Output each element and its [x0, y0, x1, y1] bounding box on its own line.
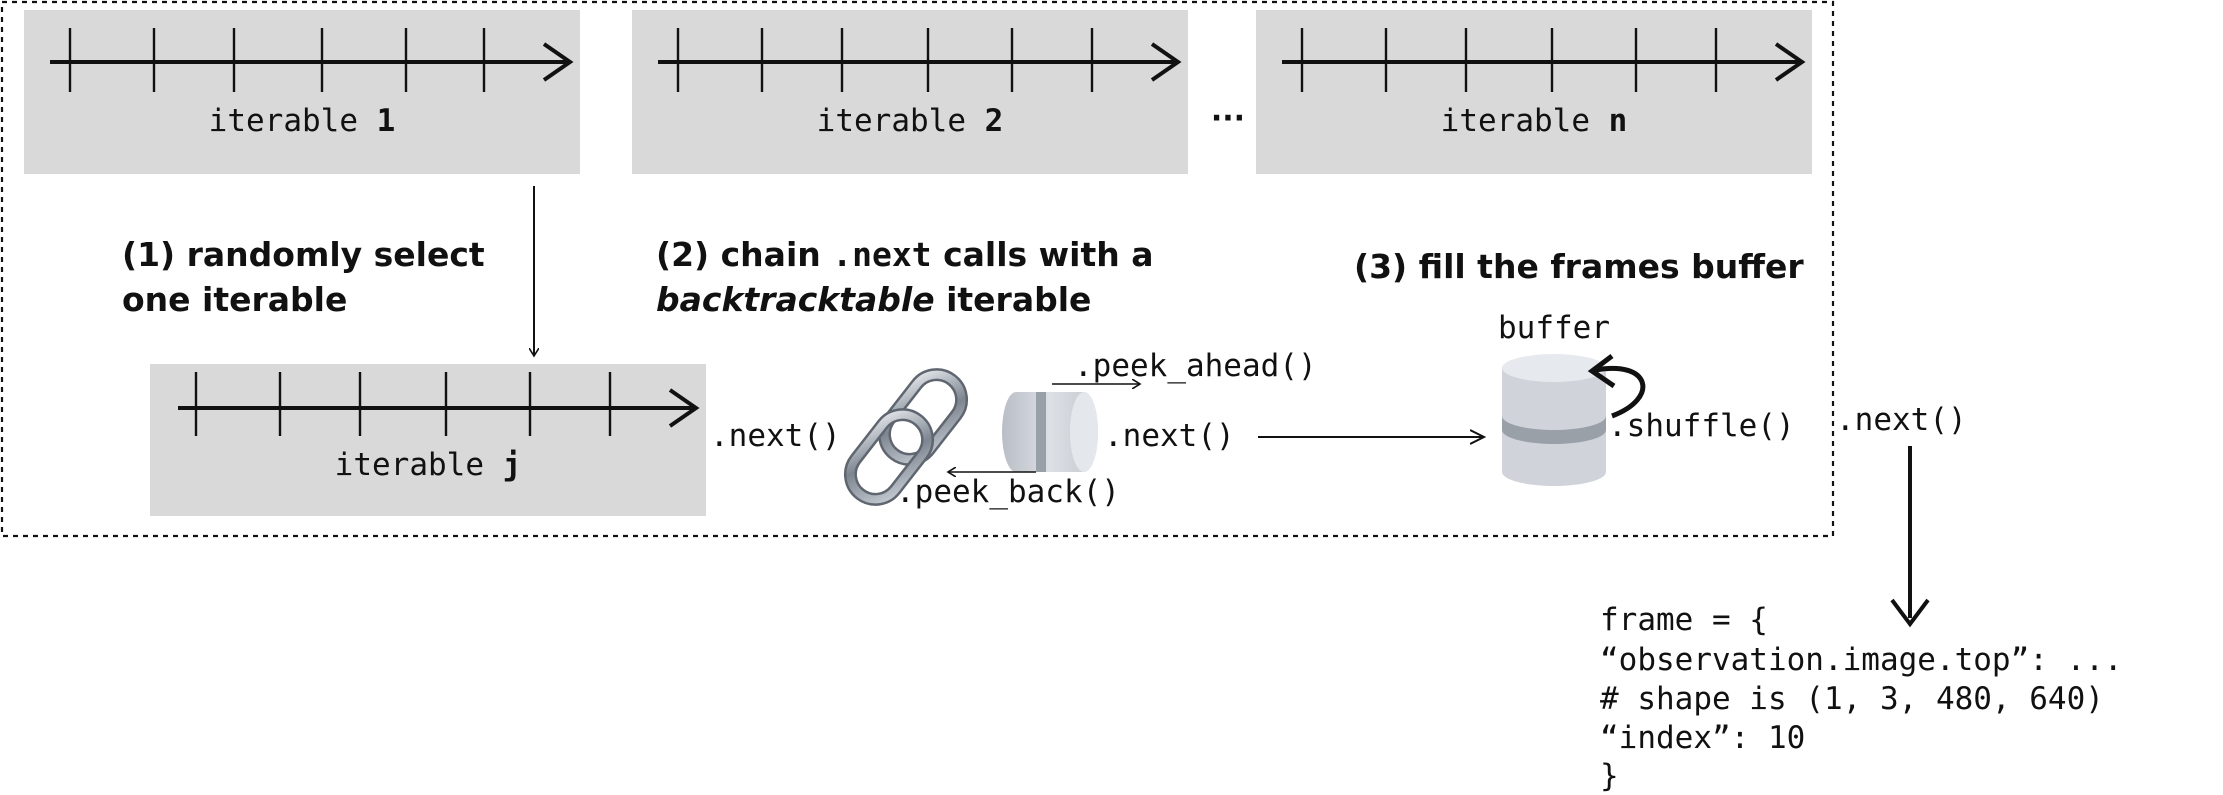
iterable-1-label: iterable 1: [209, 103, 396, 139]
next-call-output: .next(): [1836, 402, 1967, 438]
buffer-database-icon: [1502, 354, 1606, 486]
next-call-to-buffer: .next(): [1104, 418, 1235, 454]
iterables-ellipsis: ···: [1211, 101, 1245, 136]
step-1-caption: (1) randomly select one iterable: [122, 235, 496, 319]
chain-link-icon: [843, 368, 969, 506]
frame-line: “index”: 10: [1600, 720, 1805, 756]
iterable-2-panel: iterable 2: [632, 10, 1188, 174]
shuffle-loop-arrow-icon: [1595, 366, 1646, 419]
iterable-2-label: iterable 2: [817, 103, 1004, 139]
frame-line: # shape is (1, 3, 480, 640): [1600, 681, 2104, 717]
shuffle-call: .shuffle(): [1608, 408, 1795, 444]
iterable-n-panel: iterable n: [1256, 10, 1812, 174]
frame-line: “observation.image.top”: ...: [1600, 642, 2123, 678]
frame-line: frame = {: [1600, 602, 1768, 638]
iterable-n-label: iterable n: [1441, 103, 1628, 139]
backtrackable-cylinder-icon: [1002, 392, 1098, 472]
buffer-label: buffer: [1498, 310, 1610, 346]
peek-ahead-call: .peek_ahead(): [1074, 348, 1317, 384]
step-3-caption: (3) fill the frames buffer: [1354, 247, 1804, 286]
step-2-caption: (2) chain .next calls with a backtrackta…: [656, 235, 1165, 319]
peek-back-call: .peek_back(): [896, 474, 1120, 510]
iterable-j-label: iterable j: [335, 447, 522, 483]
iterable-1-panel: iterable 1: [24, 10, 580, 174]
iterable-j-panel: iterable j: [150, 364, 706, 516]
next-call-from-iterable-j: .next(): [710, 418, 841, 454]
frame-line: }: [1600, 758, 1619, 794]
dataset-boundary: [0, 0, 1835, 538]
frame-dict: frame = { “observation.image.top”: ... #…: [1600, 602, 2141, 794]
